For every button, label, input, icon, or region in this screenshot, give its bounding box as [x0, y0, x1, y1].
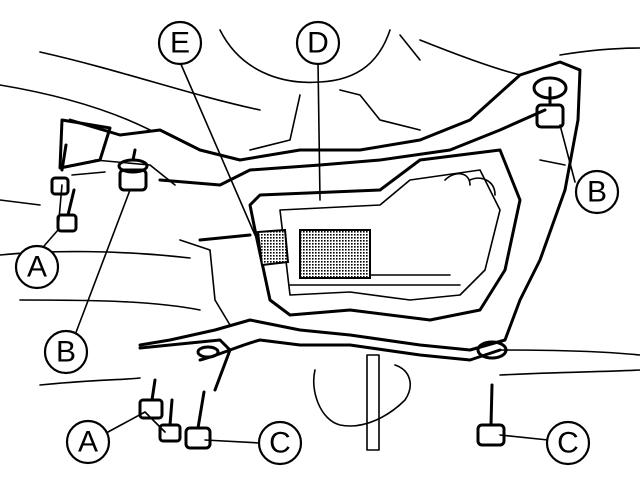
bolt-a-upper [50, 143, 70, 196]
callout-e: E [157, 20, 203, 66]
callout-b-left: B [43, 329, 89, 375]
background-outlines [0, 29, 640, 386]
left-bracket [58, 118, 112, 176]
bolt-c-bottom [184, 390, 212, 450]
svg-text:E: E [170, 27, 190, 60]
svg-text:C: C [557, 427, 579, 460]
callout-a-left: A [14, 244, 60, 290]
callout-d: D [295, 20, 341, 66]
svg-text:C: C [269, 427, 291, 460]
bottom-bracket [138, 338, 232, 392]
callout-c-bottom: C [257, 420, 303, 466]
svg-text:D: D [307, 27, 329, 60]
callout-c-right: C [545, 420, 591, 466]
callout-a-bottom: A [65, 419, 111, 465]
callout-b-right: B [574, 169, 620, 215]
svg-text:A: A [78, 426, 98, 459]
gasket-corner [256, 228, 290, 267]
bolt-b-right [532, 76, 568, 129]
svg-text:A: A [27, 251, 47, 284]
leader-lines [43, 61, 576, 444]
svg-text:B: B [587, 176, 607, 209]
bolt-b-left [117, 148, 149, 192]
svg-text:B: B [56, 336, 76, 369]
bolt-a-bottom-2 [158, 398, 182, 443]
strainer-element [299, 229, 371, 279]
